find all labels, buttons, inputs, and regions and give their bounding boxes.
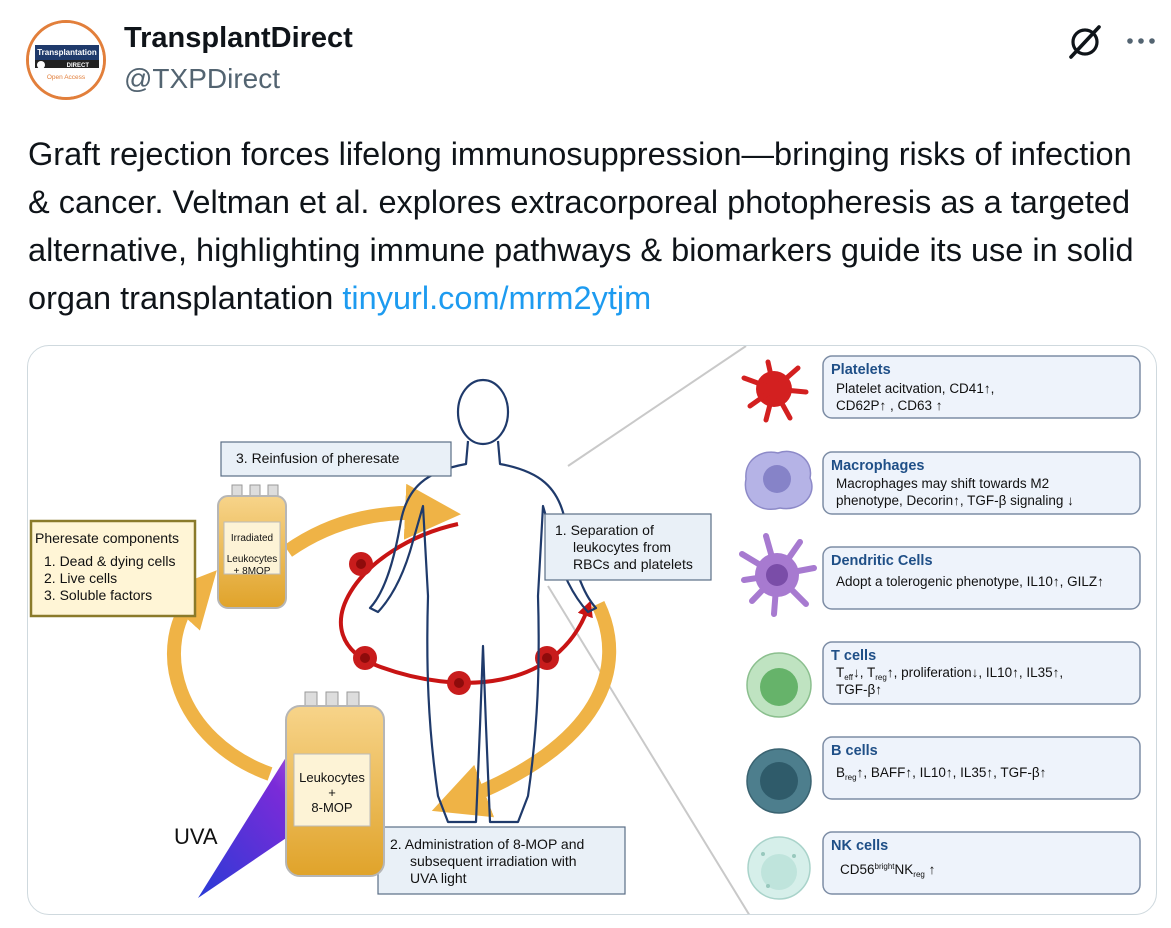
tweet-text: Graft rejection forces lifelong immunosu…: [28, 130, 1158, 322]
tcells-title: T cells: [831, 648, 876, 664]
bcells-breg-sub: reg: [845, 773, 857, 782]
dendritic-cell-icon: [739, 533, 817, 617]
macrophage-cell-icon: [744, 450, 813, 510]
platelets-title: Platelets: [831, 362, 891, 378]
bcells-title: B cells: [831, 743, 878, 759]
bcells-line1: Breg↑, BAFF↑, IL10↑, IL35↑, TGF-β↑: [836, 765, 1046, 782]
t-cell-icon: [746, 652, 812, 718]
arrow-reinfusion: [283, 483, 461, 557]
tcells-teff: T: [836, 665, 844, 680]
small-bag-line1: Irradiated: [231, 533, 273, 544]
bcells-rest: ↑, BAFF↑, IL10↑, IL35↑, TGF-β↑: [857, 765, 1047, 780]
step2-line1: 2. Administration of 8-MOP and: [390, 836, 584, 852]
tcells-line1: Teff↓, Treg↑, proliferation↓, IL10↑, IL3…: [836, 665, 1063, 682]
nk-cell-icon: [747, 836, 811, 900]
tweet-body: Graft rejection forces lifelong immunosu…: [28, 136, 1134, 316]
avatar-logo-line3: Open Access: [47, 74, 86, 81]
step2-line2: subsequent irradiation with: [410, 853, 577, 869]
avatar-logo-line2: DIRECT: [67, 63, 90, 69]
pheresate-item-1: 1. Dead & dying cells: [44, 553, 176, 569]
macrophages-title: Macrophages: [831, 458, 924, 474]
big-bag-line2: +: [328, 785, 336, 800]
arrow-administration: [431, 600, 617, 818]
nkcells-reg: reg: [913, 870, 925, 879]
tcells-rest: ↑, proliferation↓, IL10↑, IL35↑,: [887, 665, 1063, 680]
platelets-line1: Platelet acitvation, CD41↑,: [836, 381, 994, 396]
zoom-line-bottom: [547, 585, 750, 914]
author-name[interactable]: TransplantDirect: [124, 22, 353, 54]
avatar-logo-line1: Transplantation: [37, 48, 97, 57]
avatar[interactable]: Transplantation DIRECT Open Access: [26, 20, 106, 100]
platelet-cell-icon: [741, 359, 809, 423]
tcells-treg: T: [867, 665, 875, 680]
small-bag-line3: + 8MOP: [234, 566, 271, 577]
step1-line3: RBCs and platelets: [573, 556, 693, 572]
pheresate-item-3: 3. Soluble factors: [44, 587, 152, 603]
nkcells-arrow: ↑: [925, 862, 936, 877]
tweet-link[interactable]: tinyurl.com/mrm2ytjm: [342, 280, 652, 316]
step1-line2: leukocytes from: [573, 539, 671, 555]
step2-line3: UVA light: [410, 870, 467, 886]
step1-line1: 1. Separation of: [555, 522, 654, 538]
dendritic-title: Dendritic Cells: [831, 553, 933, 569]
nkcells-title: NK cells: [831, 838, 888, 854]
more-icon[interactable]: [1122, 22, 1160, 60]
nkcells-line1: CD56brightNKreg ↑: [840, 862, 935, 879]
author-handle[interactable]: @TXPDirect: [124, 63, 280, 94]
macrophages-line2: phenotype, Decorin↑, TGF-β signaling ↓: [836, 493, 1074, 508]
leukocyte-bag-icon: [285, 691, 385, 877]
tcells-line2: TGF-β↑: [836, 682, 882, 697]
pheresate-title: Pheresate components: [35, 530, 179, 546]
tcells-treg-sub: reg: [875, 673, 887, 682]
uva-label: UVA: [174, 824, 218, 849]
arrow-left-loop: [158, 570, 273, 781]
big-bag-line1: Leukocytes: [299, 770, 365, 785]
zoom-line-top: [567, 346, 747, 467]
macrophages-line1: Macrophages may shift towards M2: [836, 476, 1049, 491]
tcells-teff-arrow: ↓,: [853, 665, 867, 680]
nkcells-nk: NK: [895, 862, 914, 877]
b-cell-icon: [746, 748, 812, 814]
red-blood-cells: [349, 552, 559, 695]
tcells-teff-sub: eff: [844, 673, 854, 682]
nkcells-bright: bright: [875, 862, 896, 871]
nkcells-cd56: CD56: [840, 862, 875, 877]
platelets-line2: CD62P↑ , CD63 ↑: [836, 398, 943, 413]
grok-icon[interactable]: [1066, 22, 1104, 60]
bcells-breg: B: [836, 765, 845, 780]
irradiated-bag-icon: [217, 484, 287, 609]
dendritic-line1: Adopt a tolerogenic phenotype, IL10↑, GI…: [836, 574, 1104, 589]
tweet-image[interactable]: UVA 3. Reinfusion of pheresate 1. Separa…: [27, 345, 1157, 915]
step3-label: 3. Reinfusion of pheresate: [236, 450, 400, 466]
big-bag-line3: 8-MOP: [311, 800, 352, 815]
small-bag-line2: Leukocytes: [227, 554, 278, 565]
pheresate-item-2: 2. Live cells: [44, 570, 117, 586]
